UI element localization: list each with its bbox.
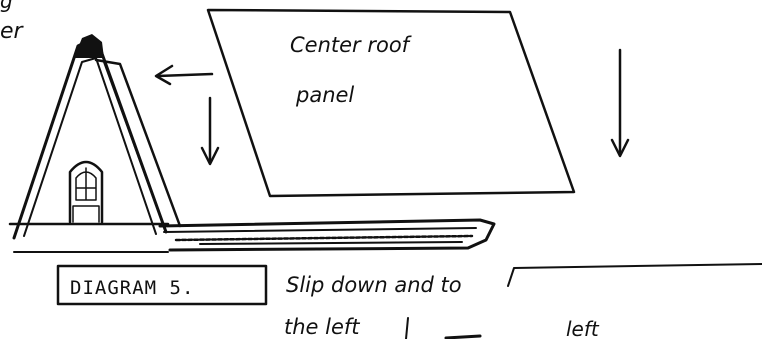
instruction-line-2: the left bbox=[284, 315, 360, 339]
stacked-panel-line-1 bbox=[164, 228, 476, 232]
door-window bbox=[76, 168, 96, 200]
stacked-panels bbox=[160, 220, 494, 250]
corner-text-fragment-1: g bbox=[0, 0, 13, 13]
house-outer-roof bbox=[14, 40, 166, 238]
panel-label-line-2: panel bbox=[295, 83, 354, 107]
down-arrow-left bbox=[202, 98, 218, 164]
scribble-mark bbox=[446, 336, 480, 338]
diagram-label: DIAGRAM 5. bbox=[70, 277, 194, 299]
roof-side-panel-edge bbox=[104, 62, 166, 232]
bottom-right-text: left bbox=[566, 317, 600, 339]
bracket-line-lower bbox=[406, 318, 408, 339]
stacked-panel-line-2 bbox=[176, 236, 472, 240]
bracket-line-upper bbox=[508, 264, 762, 286]
instruction-line-1: Slip down and to bbox=[286, 273, 462, 297]
panel-label-line-1: Center roof bbox=[290, 33, 413, 57]
stacked-panel-line-3 bbox=[200, 242, 462, 244]
door-panel bbox=[73, 206, 99, 222]
left-arrow bbox=[156, 66, 212, 84]
down-arrow-right bbox=[612, 50, 628, 156]
corner-text-fragment-2: er bbox=[0, 19, 25, 44]
roof-side-panel bbox=[96, 60, 180, 226]
